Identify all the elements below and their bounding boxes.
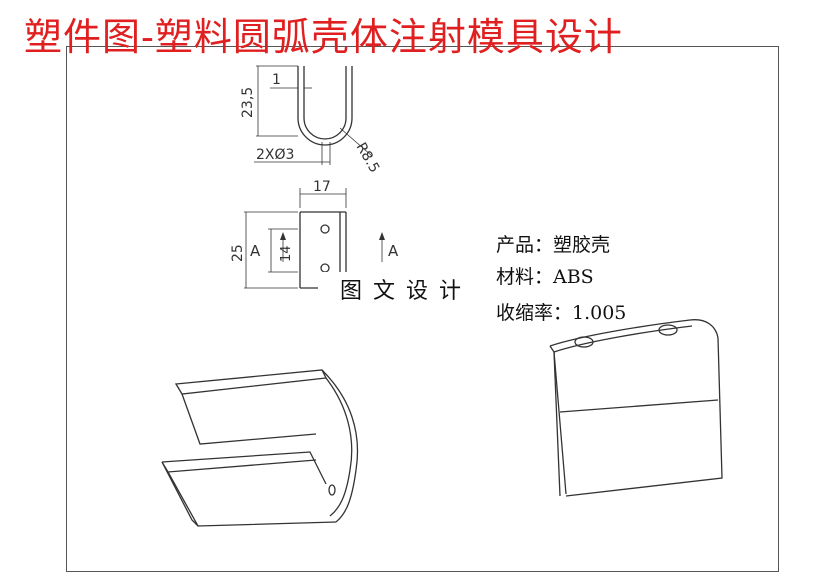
dim-height-top: 23,5: [240, 87, 256, 118]
section-arrow-left: [280, 232, 286, 240]
section-arrow-right: [379, 232, 385, 240]
drawing-title: 塑件图-塑料圆弧壳体注射模具设计: [24, 15, 623, 59]
isometric-view-right: [549, 319, 723, 497]
dim-hole-height: 14: [279, 245, 294, 262]
top-view-dim-lines: [254, 65, 373, 165]
spec-material: 材料：ABS: [496, 266, 594, 288]
top-view-u-profile: [297, 66, 353, 146]
dim-width: 17: [313, 179, 331, 195]
front-view-dim-lines: [244, 188, 383, 289]
section-label-right: A: [388, 242, 399, 260]
section-label-left: A: [250, 242, 261, 260]
isometric-view-left: [161, 369, 359, 527]
dim-wall-thickness: 1: [272, 72, 281, 88]
spec-product: 产品：塑胶壳: [496, 234, 611, 256]
dim-height-side: 25: [230, 244, 246, 262]
spec-shrinkage: 收缩率：1.005: [496, 302, 627, 324]
watermark-label: 图 文 设 计: [318, 272, 488, 312]
dim-holes: 2XØ3: [256, 147, 294, 163]
dim-radius: R8.5: [353, 140, 383, 176]
